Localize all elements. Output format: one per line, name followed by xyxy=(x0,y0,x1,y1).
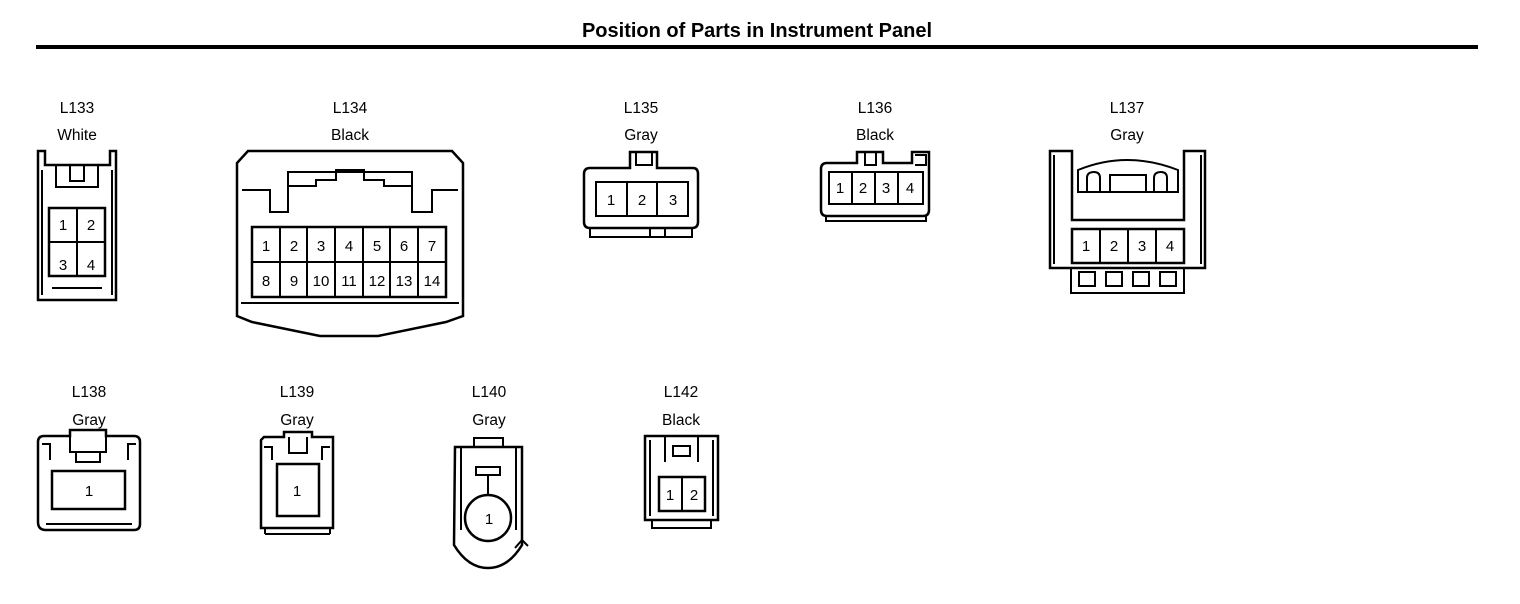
connector-l142: 1 2 xyxy=(643,434,720,529)
pin-number: 4 xyxy=(906,180,914,197)
connector-id-label: L142 xyxy=(663,384,699,401)
connector-id-label: L137 xyxy=(1109,100,1145,117)
connector-id-label: L136 xyxy=(857,100,893,117)
connector-id-label: L134 xyxy=(332,100,368,117)
pin-number: 2 xyxy=(690,487,698,504)
connector-color-label: Black xyxy=(856,127,894,144)
pin-number: 4 xyxy=(345,238,353,255)
pin-number: 1 xyxy=(85,483,93,500)
connector-color-label: Gray xyxy=(280,412,314,429)
pin-number: 3 xyxy=(669,192,677,209)
pin-number: 2 xyxy=(87,217,95,234)
pin-number: 6 xyxy=(400,238,408,255)
pin-number: 2 xyxy=(859,180,867,197)
pin-number: 9 xyxy=(290,273,298,290)
pin-number: 3 xyxy=(882,180,890,197)
connector-color-label: White xyxy=(57,127,97,144)
connector-color-label: Black xyxy=(662,412,700,429)
page-title: Position of Parts in Instrument Panel xyxy=(581,20,933,42)
connector-id-label: L135 xyxy=(623,100,659,117)
connector-l137: 1 2 3 4 xyxy=(1048,149,1207,294)
connector-color-label: Gray xyxy=(1110,127,1144,144)
connector-color-label: Gray xyxy=(472,412,506,429)
pin-number: 5 xyxy=(373,238,381,255)
connector-color-label: Gray xyxy=(72,412,106,429)
pin-number: 4 xyxy=(1166,238,1174,255)
pin-number: 4 xyxy=(87,257,95,274)
connector-id-label: L139 xyxy=(279,384,315,401)
pin-number: 14 xyxy=(424,273,441,290)
pin-number: 1 xyxy=(59,217,67,234)
connector-l138: 1 xyxy=(36,428,142,532)
connector-id-label: L138 xyxy=(71,384,107,401)
connector-l139: 1 xyxy=(259,430,335,535)
pin-number: 2 xyxy=(638,192,646,209)
pin-number: 1 xyxy=(293,483,301,500)
pin-number: 1 xyxy=(1082,238,1090,255)
connector-color-label: Gray xyxy=(624,127,658,144)
pin-number: 1 xyxy=(485,511,493,528)
pin-number: 3 xyxy=(317,238,325,255)
connector-l136: 1 2 3 4 xyxy=(819,150,931,222)
pin-number: 8 xyxy=(262,273,270,290)
pin-number: 3 xyxy=(1138,238,1146,255)
pin-number: 2 xyxy=(1110,238,1118,255)
pin-number: 3 xyxy=(59,257,67,274)
pin-number: 2 xyxy=(290,238,298,255)
pin-number: 7 xyxy=(428,238,436,255)
connector-l134: 1 2 3 4 5 6 7 8 9 10 11 12 13 14 xyxy=(235,149,465,338)
connector-id-label: L133 xyxy=(59,100,95,117)
title-rule xyxy=(36,45,1478,49)
connector-l133: 1 2 3 4 xyxy=(36,149,118,302)
connector-color-label: Black xyxy=(331,127,369,144)
pin-number: 13 xyxy=(396,273,413,290)
pin-number: 1 xyxy=(262,238,270,255)
connector-l135: 1 2 3 xyxy=(582,150,700,238)
pin-number: 11 xyxy=(341,273,357,290)
connector-l140: 1 xyxy=(452,437,529,570)
pin-number: 1 xyxy=(666,487,674,504)
pin-number: 1 xyxy=(836,180,844,197)
pin-number: 12 xyxy=(369,273,386,290)
pin-number: 1 xyxy=(607,192,615,209)
pin-number: 10 xyxy=(313,273,330,290)
connector-id-label: L140 xyxy=(471,384,507,401)
